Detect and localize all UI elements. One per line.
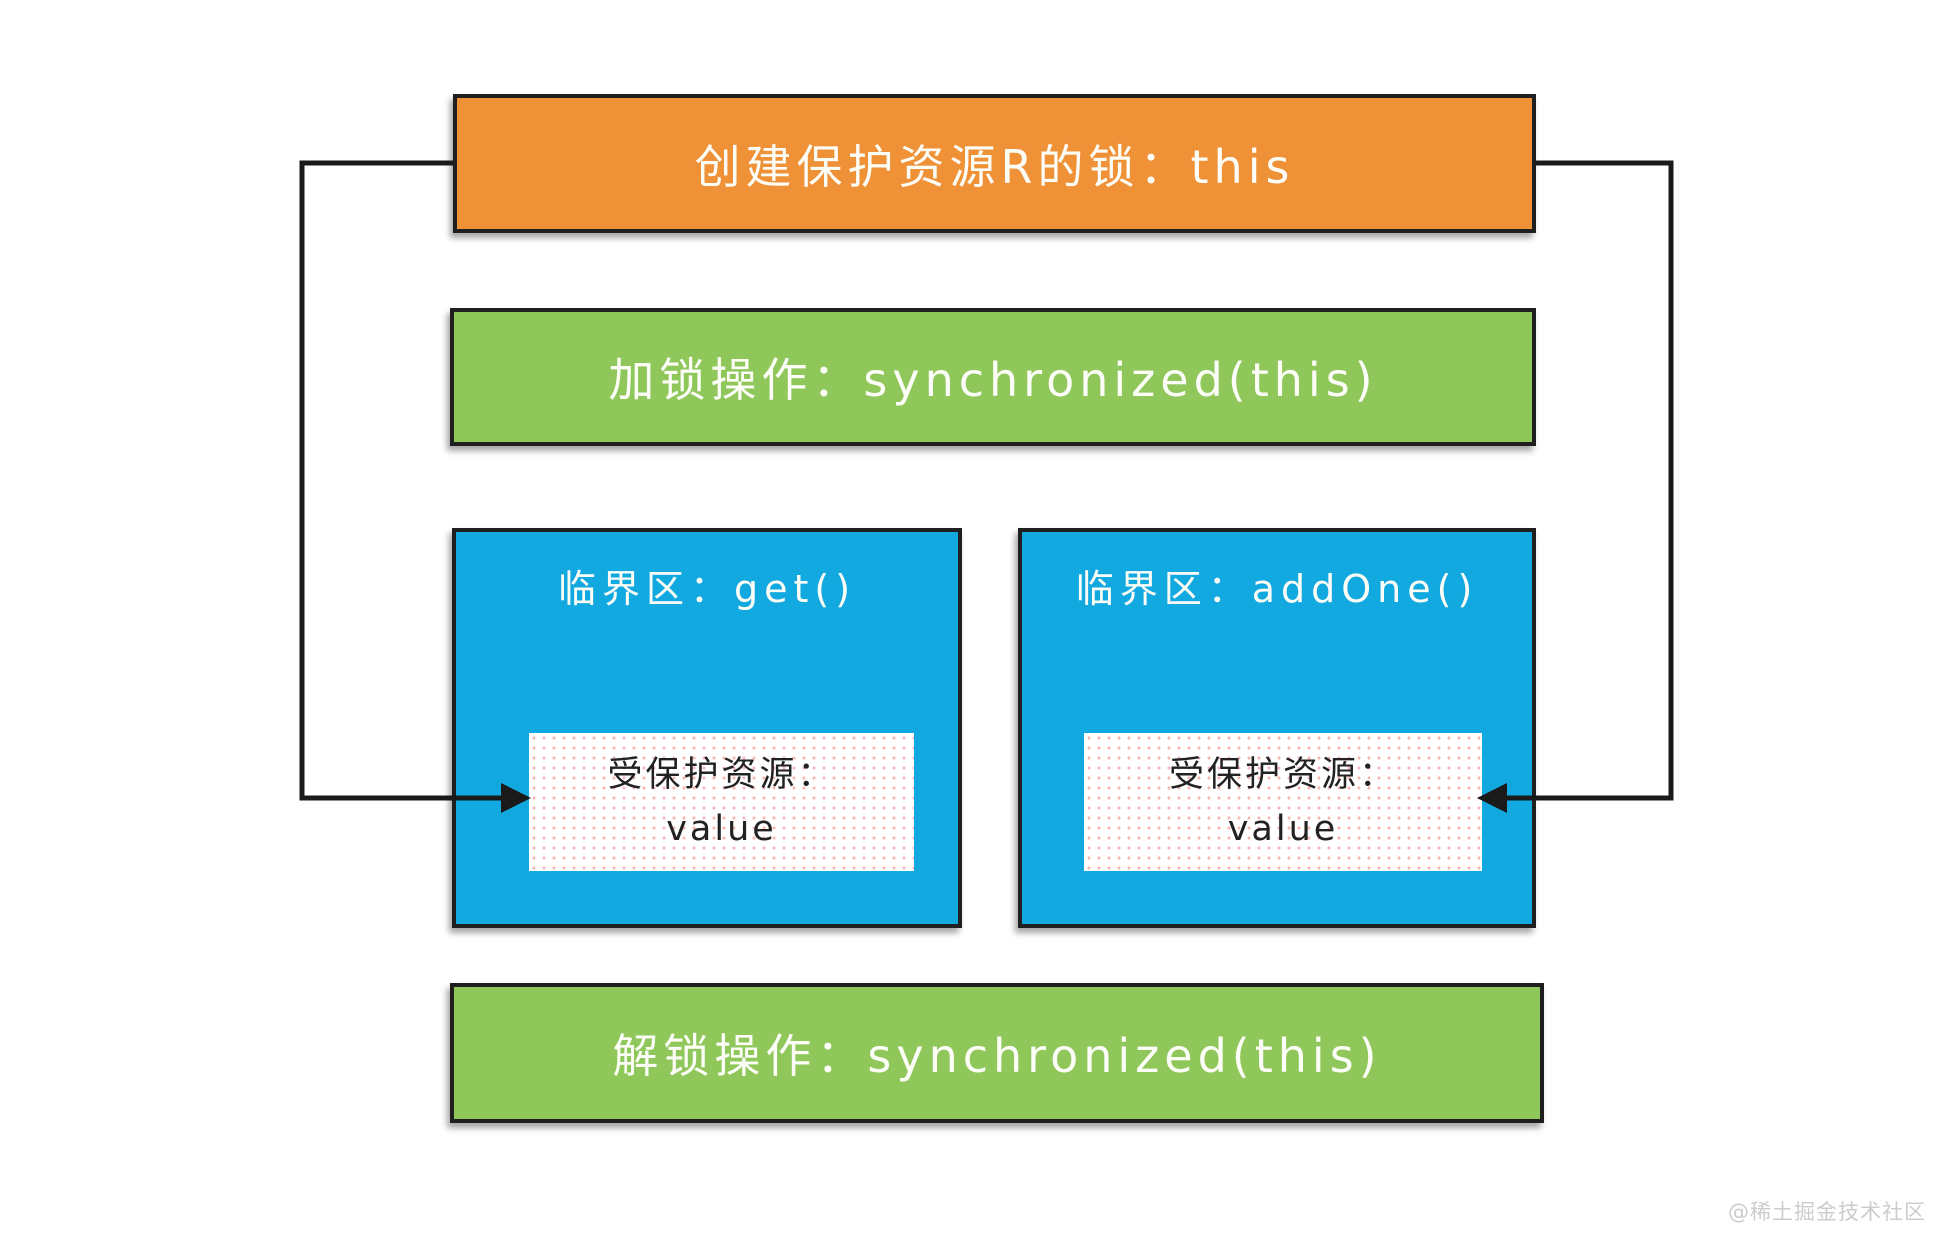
protected-resource-addone-value: value: [1227, 809, 1339, 849]
node-create-lock: 创建保护资源R的锁：this: [453, 94, 1536, 233]
node-unlock-operation: 解锁操作：synchronized(this): [450, 983, 1544, 1123]
protected-resource-get-value: value: [666, 809, 777, 849]
protected-resource-get-label: 受保护资源：: [607, 754, 836, 795]
protected-resource-box-addone: 受保护资源： value: [1084, 733, 1482, 871]
protected-resource-addone-label: 受保护资源：: [1168, 754, 1397, 795]
protected-resource-box-get: 受保护资源： value: [529, 733, 914, 871]
watermark: @稀土掘金技术社区: [1728, 1200, 1926, 1224]
node-critical-section-addone-title: 临界区：addOne(): [1075, 567, 1479, 611]
node-critical-section-get-title: 临界区：get(): [557, 567, 857, 611]
node-critical-section-addone: 临界区：addOne() 受保护资源： value: [1018, 528, 1536, 928]
node-create-lock-label: 创建保护资源R的锁：this: [694, 139, 1295, 194]
node-unlock-operation-label: 解锁操作：synchronized(this): [612, 1029, 1382, 1083]
node-lock-operation-label: 加锁操作：synchronized(this): [608, 353, 1378, 407]
node-lock-operation: 加锁操作：synchronized(this): [450, 308, 1536, 446]
node-critical-section-get: 临界区：get() 受保护资源： value: [452, 528, 962, 928]
